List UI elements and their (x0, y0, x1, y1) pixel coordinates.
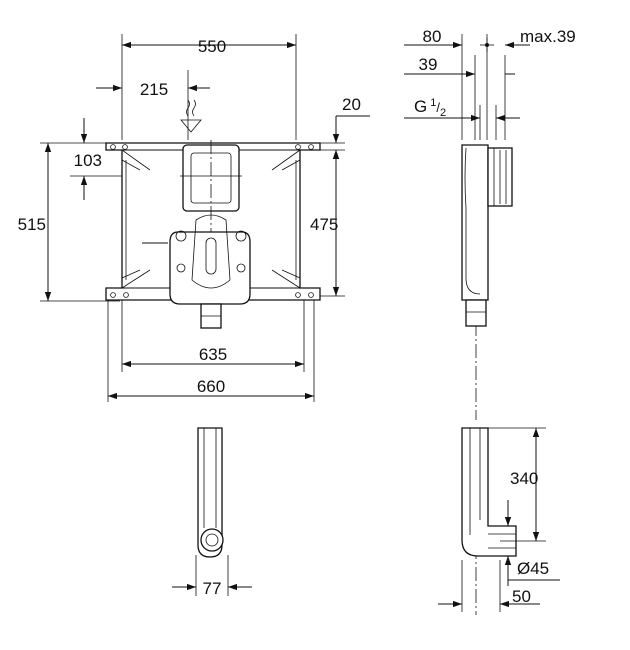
side-housing (461, 144, 489, 301)
dim-39: 39 (419, 55, 438, 74)
dim-103: 103 (74, 151, 102, 170)
dim-475: 475 (310, 215, 338, 234)
dim-635: 635 (199, 345, 227, 364)
thread-numerator: 1 (430, 97, 436, 109)
dim-550: 550 (198, 37, 226, 56)
dim-77: 77 (203, 579, 222, 598)
water-inlet-icon (180, 99, 202, 133)
drain-pipe-front: 77 (172, 427, 252, 598)
drain-bracket (169, 231, 251, 305)
thread-denominator: 2 (440, 107, 446, 119)
dim-340: 340 (510, 469, 538, 488)
thread-g: G (414, 97, 427, 116)
side-drain-pipe: 340 Ø45 50 (438, 427, 560, 612)
dim-215: 215 (140, 80, 168, 99)
dim-80: 80 (423, 27, 442, 46)
dim-660: 660 (197, 377, 225, 396)
dim-max39: max.39 (520, 27, 576, 46)
front-view: 550 215 20 103 515 475 635 660 (18, 34, 370, 402)
dim-50: 50 (512, 587, 531, 606)
dim-20: 20 (342, 95, 361, 114)
dim-515: 515 (18, 215, 46, 234)
dim-diameter-45: Ø45 (517, 559, 549, 578)
